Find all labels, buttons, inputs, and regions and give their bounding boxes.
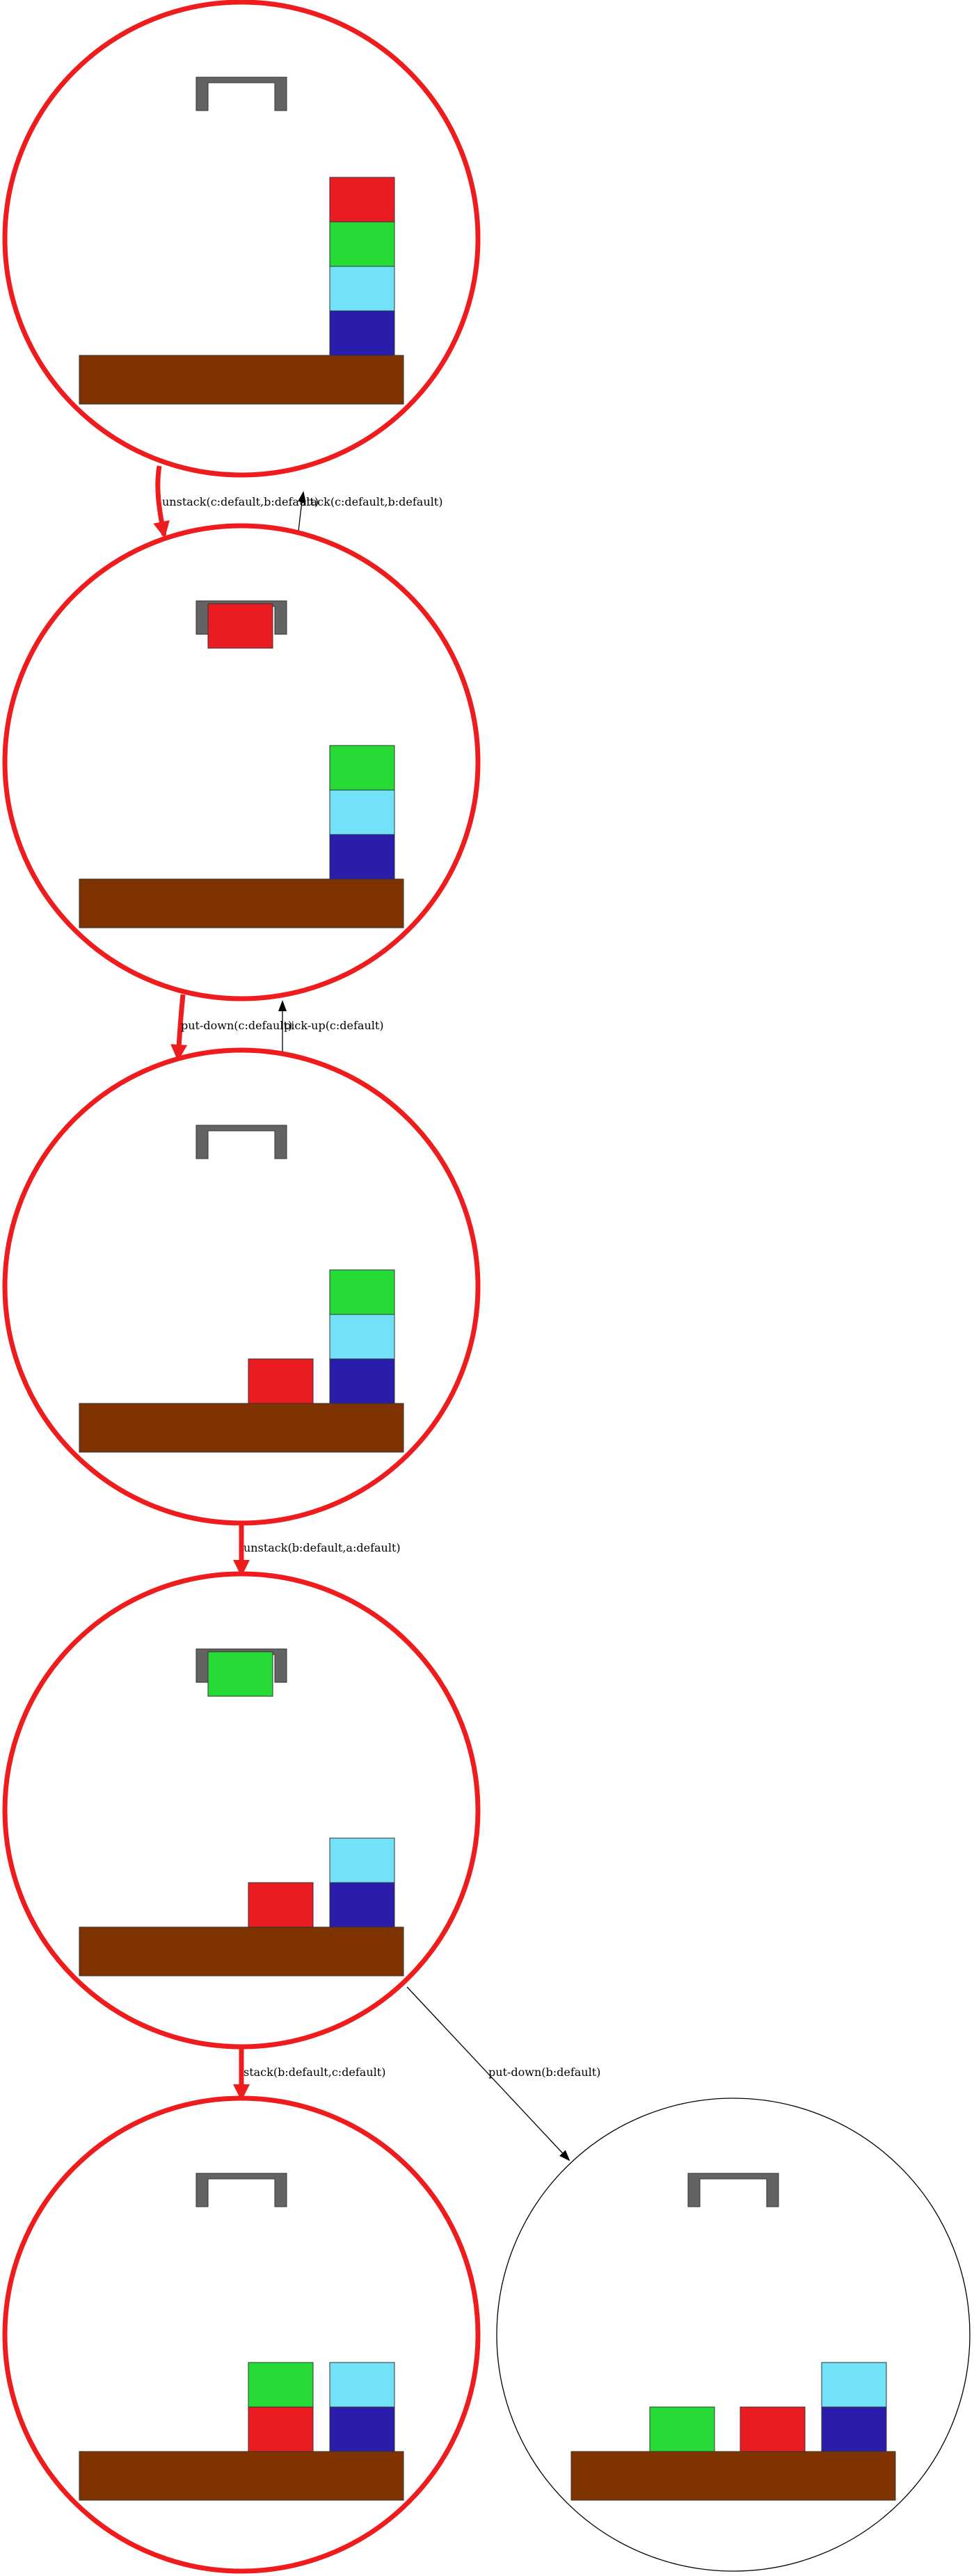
block-blue (329, 310, 395, 356)
held-block-green (207, 1651, 273, 1697)
edge-label-s3-to-s5: put-down(b:default) (488, 2066, 600, 2079)
state-node-s0 (2, 0, 481, 478)
edge-label-s2-to-s3: unstack(b:default,a:default) (244, 1541, 401, 1554)
block-blue (821, 2406, 887, 2452)
state-node-s2 (2, 1047, 481, 1526)
held-block-red (207, 603, 273, 649)
block-cyan (329, 1837, 395, 1883)
state-node-s1 (2, 523, 481, 1001)
block-green (649, 2406, 715, 2452)
table (79, 2451, 404, 2501)
table (79, 355, 404, 405)
gripper-icon (195, 77, 287, 111)
edge-label-s2-to-s1: pick-up(c:default) (284, 1019, 384, 1032)
edge-label-s1-to-s2: put-down(c:default) (181, 1019, 292, 1032)
block-blue (329, 834, 395, 880)
block-cyan (329, 266, 395, 312)
state-node-s5 (496, 2098, 971, 2572)
table (79, 878, 404, 928)
block-blue (329, 2406, 395, 2452)
block-cyan (329, 2362, 395, 2408)
edge-s1-to-s0 (297, 491, 306, 532)
table (79, 1403, 404, 1453)
table (79, 1926, 404, 1977)
edge-label-s3-to-s4: stack(b:default,c:default) (244, 2066, 385, 2079)
block-red (248, 2406, 314, 2452)
block-red (329, 177, 395, 223)
state-node-s3 (2, 1571, 481, 2050)
table (570, 2451, 896, 2501)
edge-label-s1-to-s0: stack(c:default,b:default) (301, 495, 442, 508)
edge-s3-to-s5 (406, 1986, 570, 2162)
edge-s1-to-s2 (170, 994, 188, 1061)
block-red (248, 1882, 314, 1928)
block-green (329, 221, 395, 267)
block-cyan (329, 1314, 395, 1360)
block-green (248, 2362, 314, 2408)
block-blue (329, 1882, 395, 1928)
block-cyan (821, 2362, 887, 2408)
gripper-icon (195, 1125, 287, 1159)
edge-label-s0-to-s1: unstack(c:default,b:default) (162, 495, 319, 508)
block-red (248, 1358, 314, 1404)
labels-layer: unstack(c:default,b:default)stack(c:defa… (162, 495, 600, 2079)
block-cyan (329, 789, 395, 835)
block-red (740, 2406, 806, 2452)
state-node-s4 (2, 2095, 481, 2574)
edge-s0-to-s1 (153, 465, 170, 538)
edges-layer (153, 465, 570, 2162)
block-blue (329, 1358, 395, 1404)
gripper-icon (687, 2173, 779, 2207)
gripper-icon (195, 600, 287, 635)
block-green (329, 1269, 395, 1315)
gripper-icon (195, 2173, 287, 2207)
gripper-icon (195, 1648, 287, 1683)
block-green (329, 745, 395, 791)
